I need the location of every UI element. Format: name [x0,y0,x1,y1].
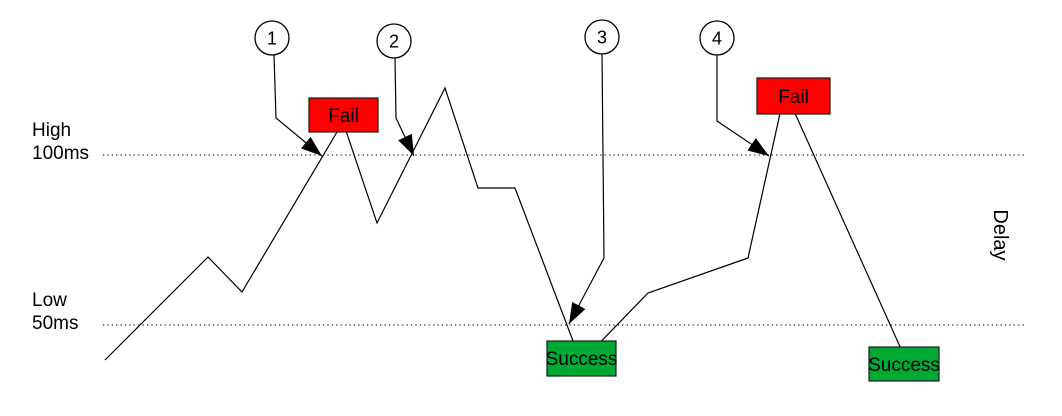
fail-box-1-rect [308,97,379,133]
fail-box-2: Fail [756,77,831,115]
callout-2: 2 [376,23,412,59]
callout-1: 1 [254,20,290,56]
callout-4-circle [699,20,735,56]
high-threshold-label: High [32,120,71,141]
low-threshold-label: Low [32,290,67,311]
callout-4-number: 4 [712,29,722,49]
callout-1-number: 1 [267,29,277,49]
success-box-1: Success [546,340,618,377]
success-box-1-rect [546,340,617,377]
callout-3-arrow [568,53,605,325]
callout-1-arrow [273,54,323,157]
callout-4-arrow [716,55,770,157]
success-box-1-label: Success [546,349,618,370]
fail-box-1: Fail [308,97,379,133]
callout-3-circle [584,19,620,55]
callout-2-circle [376,23,412,59]
callout-3-number: 3 [597,28,607,48]
success-box-2: Success [868,346,940,382]
success-box-2-label: Success [868,355,940,376]
callout-3: 3 [584,19,620,55]
delay-axis-label: Delay [989,209,1011,260]
callout-2-arrow [394,57,415,157]
high-threshold-value: 100ms [32,143,89,164]
callout-4: 4 [699,20,735,56]
success-box-2-rect [868,346,940,382]
low-threshold-value: 50ms [32,313,78,334]
fail-box-1-label: Fail [328,106,359,127]
callout-2-number: 2 [389,32,399,52]
callout-1-circle [254,20,290,56]
delay-trace-line [104,86,907,364]
fail-box-2-rect [756,77,831,115]
fail-box-2-label: Fail [778,87,809,108]
